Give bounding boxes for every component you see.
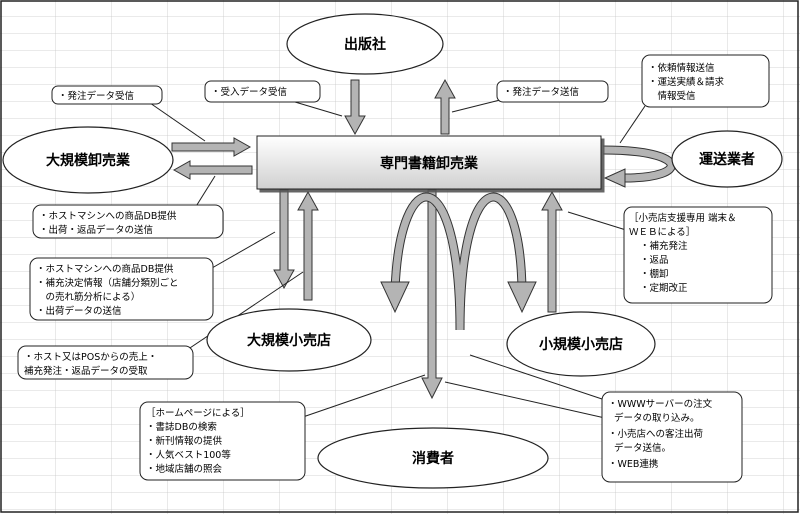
callout-receipt-data-line: ・受入データ受信 <box>211 86 287 98</box>
callout-carrier-info-line-3: 情報受信 <box>648 90 696 102</box>
callout-small-support: ［小売店支援専用 端末＆ ＷＥＢによる］ ・補充発注 ・返品 ・棚卸 ・定期改正 <box>623 206 773 304</box>
callout-host-db-2: ・ホストマシンへの商品DB提供 ・補充決定情報（店舗分類別ごと の売れ筋分析によ… <box>29 257 214 321</box>
carrier-loop-head <box>603 168 626 188</box>
large-wholesaler-label: 大規模卸売業 <box>46 152 131 169</box>
arrow-specialty-to-publisher <box>434 78 456 135</box>
callout-www-line-5: ・WEB連携 <box>608 458 658 470</box>
pointer-order-send <box>451 99 501 113</box>
callout-www: ・WWWサーバーの注文 データの取り込み。 ・小売店への客注出荷 データ送信。 … <box>601 391 743 483</box>
callout-www-line-3: ・小売店への客注出荷 <box>608 428 704 440</box>
callout-host-db-1-line-1: ・ホストマシンへの商品DB提供 <box>39 210 177 222</box>
callout-order-recv-left-line: ・発注データ受信 <box>58 90 134 102</box>
callout-www-line-1: ・WWWサーバーの注文 <box>608 398 713 410</box>
callout-pos-line-2: 補充発注・返品データの受取 <box>24 365 148 377</box>
callout-homepage-line-4: ・人気ベスト100等 <box>146 449 231 461</box>
callout-homepage-line-2: ・書誌DBの検索 <box>146 421 217 433</box>
pointer-carrier-info <box>619 105 646 144</box>
pointer-www-2 <box>444 381 606 419</box>
callout-host-db-2-line-2: ・補充決定情報（店舗分類別ごと <box>36 277 179 289</box>
arrow-publisher-to-specialty <box>344 79 366 136</box>
callout-homepage-line-3: ・新刊情報の提供 <box>146 435 223 447</box>
node-publisher: 出版社 <box>286 13 444 75</box>
pointer-receipt-data <box>294 101 343 117</box>
callout-small-support-line-4: ・返品 <box>640 254 669 266</box>
callout-host-db-1-line-2: ・出荷・返品データの送信 <box>39 224 153 236</box>
specialty-wholesaler-label: 専門書籍卸売業 <box>380 155 479 172</box>
loop-arrow-left <box>391 193 464 331</box>
arrow-large-wholesaler-to-specialty <box>171 137 252 157</box>
callout-homepage-line-1: ［ホームページによる］ <box>146 408 250 419</box>
callout-pos-line-1: ・ホスト又はPOSからの売上・ <box>24 351 157 363</box>
pointer-www-1 <box>469 354 606 401</box>
callout-www-line-2: データの取り込み。 <box>614 412 700 424</box>
callout-www-line-4: データ送信。 <box>614 442 671 454</box>
pointer-homepage <box>299 374 426 419</box>
node-carrier: 運送業者 <box>671 130 783 188</box>
arrow-specialty-to-large-retailer <box>273 189 295 290</box>
large-retailer-label: 大規模小売店 <box>247 332 331 349</box>
arrow-small-retailer-to-specialty <box>541 190 563 313</box>
callout-homepage-line-5: ・地域店舗の照会 <box>146 463 223 475</box>
pointer-small-support <box>567 211 627 231</box>
callout-order-send: ・発注データ送信 <box>496 80 609 103</box>
pointer-order-recv-left <box>149 102 206 142</box>
callout-order-recv-left: ・発注データ受信 <box>51 85 163 105</box>
publisher-label: 出版社 <box>344 36 386 53</box>
callout-receipt-data: ・受入データ受信 <box>204 80 321 103</box>
callout-host-db-2-line-3: の売れ筋分析による） <box>36 291 140 303</box>
loop-arrow-left-head <box>380 281 410 314</box>
small-retailer-label: 小規模小売店 <box>539 336 623 353</box>
callout-host-db-2-line-4: ・出荷データの送信 <box>36 305 122 317</box>
pointer-host-db-1 <box>194 175 216 209</box>
loop-arrow-right <box>456 193 526 331</box>
callout-order-send-line: ・発注データ送信 <box>503 86 579 98</box>
callout-small-support-line-3: ・補充発注 <box>640 240 688 252</box>
callout-homepage: ［ホームページによる］ ・書誌DBの検索 ・新刊情報の提供 ・人気ベスト100等… <box>139 401 306 481</box>
arrow-large-retailer-to-specialty <box>297 190 319 301</box>
node-large-retailer: 大規模小売店 <box>206 308 372 372</box>
arrow-specialty-to-consumer <box>421 189 443 400</box>
consumer-label: 消費者 <box>412 450 454 467</box>
carrier-label: 運送業者 <box>699 151 755 168</box>
callout-small-support-line-6: ・定期改正 <box>640 282 688 294</box>
callout-host-db-1: ・ホストマシンへの商品DB提供 ・出荷・返品データの送信 <box>32 204 224 239</box>
carrier-loop <box>602 146 675 182</box>
callout-small-support-line-5: ・棚卸 <box>640 268 669 280</box>
callout-carrier-info: ・依頼情報送信 ・運送実績＆請求 情報受信 <box>641 54 770 108</box>
callout-small-support-line-2: ＷＥＢによる］ <box>629 227 695 238</box>
node-small-retailer: 小規模小売店 <box>506 311 656 377</box>
callout-small-support-line-1: ［小売店支援専用 端末＆ <box>629 212 737 224</box>
loop-arrow-right-head <box>507 281 537 314</box>
callout-carrier-info-line-1: ・依頼情報送信 <box>648 62 715 74</box>
callout-pos: ・ホスト又はPOSからの売上・ 補充発注・返品データの受取 <box>17 345 194 380</box>
arrow-specialty-to-large-wholesaler <box>172 160 253 180</box>
pointer-host-db-2 <box>204 231 276 273</box>
callout-host-db-2-line-1: ・ホストマシンへの商品DB提供 <box>36 263 174 275</box>
callout-carrier-info-line-2: ・運送実績＆請求 <box>648 76 725 88</box>
node-consumer: 消費者 <box>317 427 549 489</box>
node-specialty-wholesaler: 専門書籍卸売業 <box>256 135 602 190</box>
node-large-wholesaler: 大規模卸売業 <box>2 126 174 194</box>
